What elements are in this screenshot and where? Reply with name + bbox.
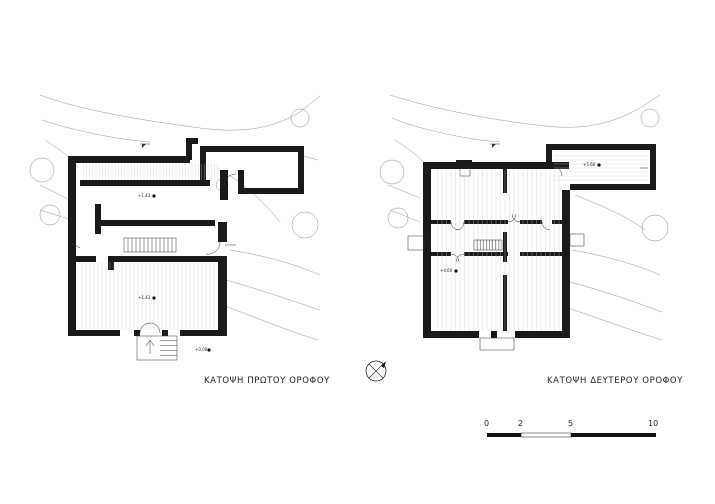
- second-floor-plan: +5.60 +4.60: [379, 94, 669, 351]
- level-marker-upper: +1.43: [138, 193, 156, 198]
- doors-first: [69, 173, 237, 334]
- level-marker-main: +4.60: [440, 268, 458, 273]
- floor-tiles-first-upper: [83, 164, 218, 180]
- level-marker-entrance: +0.00: [195, 347, 211, 352]
- floor-tiles-first-lower: [81, 262, 215, 330]
- level-text: +5.60: [583, 162, 596, 167]
- staircase-second: [473, 239, 503, 251]
- first-floor-title: ΚΑΤΟΨΗ ΠΡΩΤΟΥ ΟΡΟΦΟΥ: [204, 376, 330, 386]
- scale-label-0: 0: [484, 419, 490, 428]
- entrance-arrow-icon: [145, 339, 155, 354]
- section-marker-second: [490, 143, 648, 169]
- doors-second: [450, 165, 563, 263]
- entrance-steps: [136, 335, 178, 361]
- walls-second-floor: [423, 144, 656, 338]
- walls-first-floor: [68, 138, 304, 336]
- level-marker-corner: +5.60: [583, 162, 601, 167]
- balconies: [407, 233, 585, 351]
- level-marker-lower: +1.43: [138, 295, 156, 300]
- terrain-lines-right: [387, 94, 663, 341]
- first-floor-plan: +1.43 +1.43 +0.00: [29, 94, 321, 361]
- scale-bar: [487, 432, 656, 438]
- second-floor-title: ΚΑΤΟΨΗ ΔΕΥΤΕΡΟΥ ΟΡΟΦΟΥ: [547, 376, 683, 386]
- staircase-first: [123, 237, 177, 253]
- level-text: +0.00: [195, 347, 208, 352]
- north-arrow-icon: [365, 360, 387, 382]
- floor-tiles-second-corner: [554, 155, 648, 181]
- level-text: +1.43: [138, 295, 151, 300]
- scale-label-10: 10: [648, 419, 659, 428]
- scale-label-5: 5: [568, 419, 574, 428]
- scale-label-2: 2: [518, 419, 524, 428]
- floor-tiles-second-main: [437, 170, 560, 330]
- trees-right: [379, 108, 669, 242]
- section-marker-first: [140, 143, 236, 246]
- level-text: +4.60: [440, 268, 453, 273]
- level-text: +1.43: [138, 193, 151, 198]
